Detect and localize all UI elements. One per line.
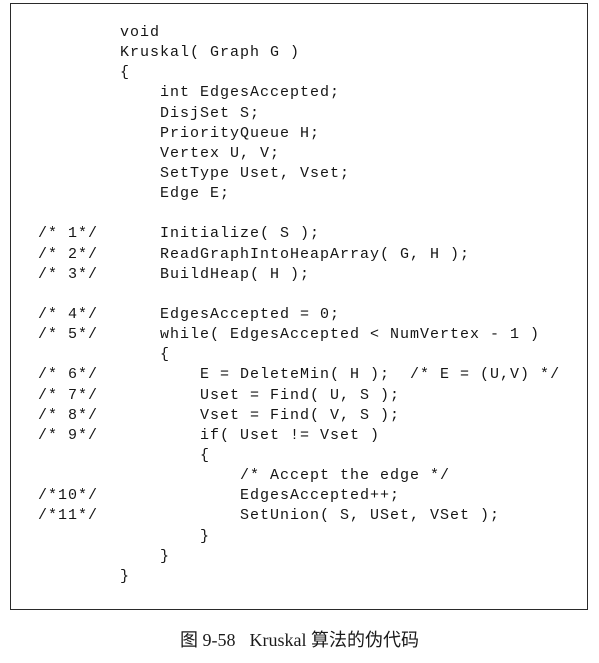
figure-caption: 图 9-58 Kruskal 算法的伪代码 bbox=[0, 629, 599, 651]
code-text: { bbox=[120, 346, 171, 364]
statement-number-label: /* 5*/ bbox=[38, 326, 99, 344]
code-line: /* 7*/ Uset = Find( U, S ); bbox=[38, 386, 560, 406]
code-line: /*10*/ EdgesAccepted++; bbox=[38, 486, 560, 506]
code-text: ReadGraphIntoHeapArray( G, H ); bbox=[120, 245, 471, 263]
code-text: while( EdgesAccepted < NumVertex - 1 ) bbox=[120, 326, 541, 344]
code-line: /* 4*/ EdgesAccepted = 0; bbox=[38, 305, 560, 325]
code-line: /* 1*/ Initialize( S ); bbox=[38, 224, 560, 244]
code-text: Vset = Find( V, S ); bbox=[120, 406, 401, 424]
statement-number-label: /*11*/ bbox=[38, 507, 99, 525]
statement-number-label: /* 9*/ bbox=[38, 426, 99, 444]
figure-title: Kruskal 算法的伪代码 bbox=[249, 630, 420, 650]
code-line: /*11*/ SetUnion( S, USet, VSet ); bbox=[38, 506, 560, 526]
code-text: void bbox=[120, 24, 161, 41]
statement-number-label: /* 7*/ bbox=[38, 386, 99, 404]
code-text: if( Uset != Vset ) bbox=[120, 426, 381, 444]
code-line: Kruskal( Graph G ) bbox=[38, 43, 560, 63]
code-line: int EdgesAccepted; bbox=[38, 83, 560, 103]
code-line: } bbox=[38, 567, 560, 587]
statement-number-label: /* 8*/ bbox=[38, 406, 99, 424]
statement-number-label: /* 3*/ bbox=[38, 265, 99, 283]
code-text: PriorityQueue H; bbox=[120, 124, 321, 142]
code-line: { bbox=[38, 446, 560, 466]
code-line: /* 2*/ ReadGraphIntoHeapArray( G, H ); bbox=[38, 245, 560, 265]
code-text: Edge E; bbox=[120, 185, 231, 203]
statement-number-label: /* 6*/ bbox=[38, 366, 99, 384]
code-text: { bbox=[120, 64, 131, 82]
code-text: } bbox=[120, 567, 131, 585]
code-text: Kruskal( Graph G ) bbox=[120, 44, 301, 62]
code-line: DisjSet S; bbox=[38, 104, 560, 124]
code-line bbox=[38, 204, 560, 224]
statement-number-label: /* 4*/ bbox=[38, 305, 99, 323]
statement-number-label: /*10*/ bbox=[38, 487, 99, 505]
code-text: SetUnion( S, USet, VSet ); bbox=[120, 507, 501, 525]
code-text: { bbox=[120, 446, 211, 464]
code-line: /* Accept the edge */ bbox=[38, 466, 560, 486]
code-line: { bbox=[38, 63, 560, 83]
code-text: Initialize( S ); bbox=[120, 225, 321, 243]
code-line: /* 9*/ if( Uset != Vset ) bbox=[38, 426, 560, 446]
code-text: EdgesAccepted++; bbox=[120, 487, 401, 505]
code-text: Uset = Find( U, S ); bbox=[120, 386, 401, 404]
code-line: PriorityQueue H; bbox=[38, 124, 560, 144]
code-line: /* 5*/ while( EdgesAccepted < NumVertex … bbox=[38, 325, 560, 345]
statement-number-label: /* 2*/ bbox=[38, 245, 99, 263]
code-line: void bbox=[38, 23, 560, 43]
code-text: SetType Uset, Vset; bbox=[120, 164, 351, 182]
code-text: int EdgesAccepted; bbox=[120, 84, 341, 102]
code-text: } bbox=[120, 547, 171, 565]
code-line: } bbox=[38, 547, 560, 567]
code-line: /* 8*/ Vset = Find( V, S ); bbox=[38, 406, 560, 426]
statement-number-label: /* 1*/ bbox=[38, 225, 99, 243]
code-text: } bbox=[120, 527, 211, 545]
code-line bbox=[38, 285, 560, 305]
code-line: SetType Uset, Vset; bbox=[38, 164, 560, 184]
code-text: EdgesAccepted = 0; bbox=[120, 305, 341, 323]
code-line: { bbox=[38, 345, 560, 365]
code-text: /* Accept the edge */ bbox=[120, 467, 451, 485]
code-line: Edge E; bbox=[38, 184, 560, 204]
code-text: BuildHeap( H ); bbox=[120, 265, 311, 283]
code-text: E = DeleteMin( H ); /* E = (U,V) */ bbox=[120, 366, 561, 384]
code-text: Vertex U, V; bbox=[120, 144, 281, 162]
code-line: /* 6*/ E = DeleteMin( H ); /* E = (U,V) … bbox=[38, 365, 560, 385]
code-text: DisjSet S; bbox=[120, 104, 261, 122]
code-line: Vertex U, V; bbox=[38, 144, 560, 164]
code-line: } bbox=[38, 527, 560, 547]
code-line: /* 3*/ BuildHeap( H ); bbox=[38, 265, 560, 285]
figure-number: 图 9-58 bbox=[180, 630, 236, 650]
